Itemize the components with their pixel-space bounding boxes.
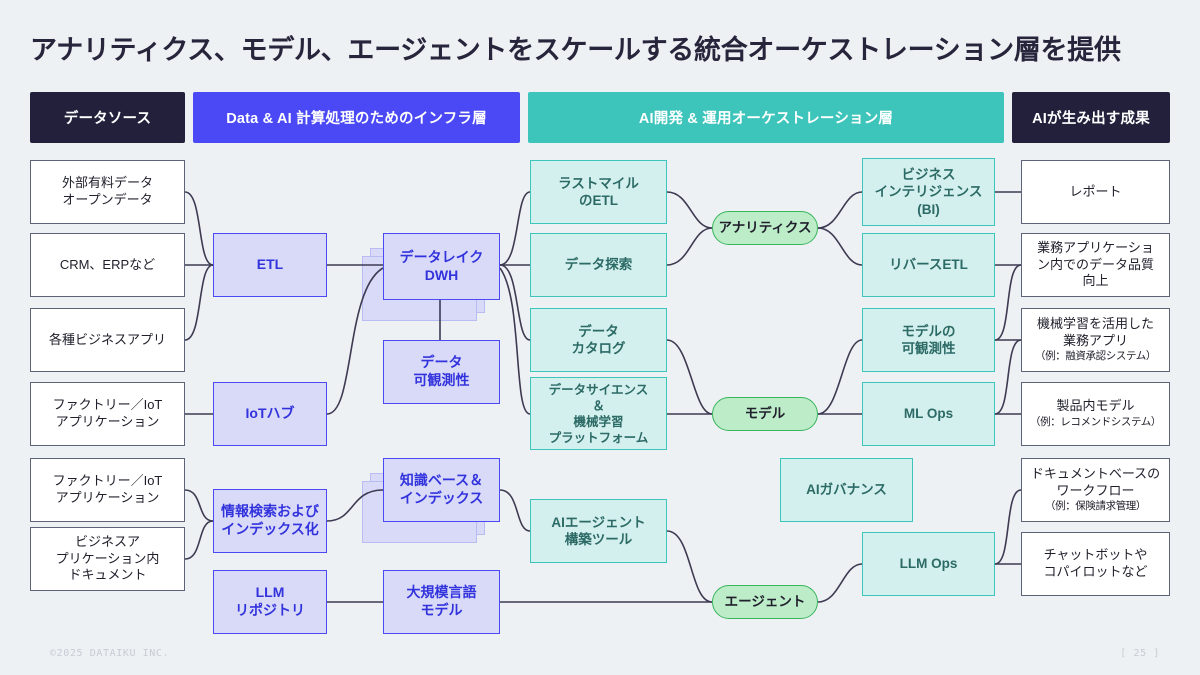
- orchestration-box-ml-ops: ML Ops: [862, 382, 995, 446]
- source-box: ビジネスア プリケーション内 ドキュメント: [30, 527, 185, 591]
- orchestration-box-ai-governance: AIガバナンス: [780, 458, 913, 522]
- orchestration-box-reverse-etl: リバースETL: [862, 233, 995, 297]
- infra-box-etl: ETL: [213, 233, 327, 297]
- outcome-box: 機械学習を活用した 業務アプリ （例：融資承認システム）: [1021, 308, 1170, 372]
- band-header-infrastructure: Data & AI 計算処理のためのインフラ層: [193, 92, 520, 143]
- source-box: 各種ビジネスアプリ: [30, 308, 185, 372]
- band-header-outcomes: AIが生み出す成果: [1012, 92, 1170, 143]
- pillar-model: モデル: [712, 397, 818, 431]
- outcome-box: レポート: [1021, 160, 1170, 224]
- outcome-box: 製品内モデル （例：レコメンドシステム）: [1021, 382, 1170, 446]
- source-box: ファクトリー／IoT アプリケーション: [30, 382, 185, 446]
- infra-box-iot-hub: IoTハブ: [213, 382, 327, 446]
- orchestration-box-data-catalog: データ カタログ: [530, 308, 667, 372]
- band-header-orchestration: AI開発 & 運用オーケストレーション層: [528, 92, 1004, 143]
- source-box: 外部有料データ オープンデータ: [30, 160, 185, 224]
- outcome-box: 業務アプリケーショ ン内でのデータ品質 向上: [1021, 233, 1170, 297]
- footer-page-number: [ 25 ]: [1120, 648, 1160, 659]
- pillar-agent: エージェント: [712, 585, 818, 619]
- outcome-box: チャットボットや コパイロットなど: [1021, 532, 1170, 596]
- orchestration-box-model-observability: モデルの 可観測性: [862, 308, 995, 372]
- band-header-data-source: データソース: [30, 92, 185, 143]
- infra-box-search-index: 情報検索および インデックス化: [213, 489, 327, 553]
- source-box: CRM、ERPなど: [30, 233, 185, 297]
- infra-box-llm-repository: LLM リポジトリ: [213, 570, 327, 634]
- infra-box-knowledge-base-index: 知識ベース＆ インデックス: [362, 458, 500, 543]
- page-title: アナリティクス、モデル、エージェントをスケールする統合オーケストレーション層を提…: [30, 35, 1121, 65]
- orchestration-box-data-exploration: データ探索: [530, 233, 667, 297]
- orchestration-box-llm-ops: LLM Ops: [862, 532, 995, 596]
- infra-box-data-observability: データ 可観測性: [383, 340, 500, 404]
- orchestration-box-business-intelligence: ビジネス インテリジェンス (BI): [862, 158, 995, 226]
- outcome-box: ドキュメントベースの ワークフロー （例：保険請求管理）: [1021, 458, 1170, 522]
- infra-box-large-language-model: 大規模言語 モデル: [383, 570, 500, 634]
- orchestration-box-ds-ml-platform: データサイエンス ＆ 機械学習 プラットフォーム: [530, 377, 667, 450]
- orchestration-box-last-mile-etl: ラストマイル のETL: [530, 160, 667, 224]
- source-box: ファクトリー／IoT アプリケーション: [30, 458, 185, 522]
- pillar-analytics: アナリティクス: [712, 211, 818, 245]
- orchestration-box-ai-agent-builder: AIエージェント 構築ツール: [530, 499, 667, 563]
- infra-box-data-lake-dwh: データレイク DWH: [362, 233, 500, 321]
- footer-copyright: ©2025 DATAIKU INC.: [50, 648, 170, 659]
